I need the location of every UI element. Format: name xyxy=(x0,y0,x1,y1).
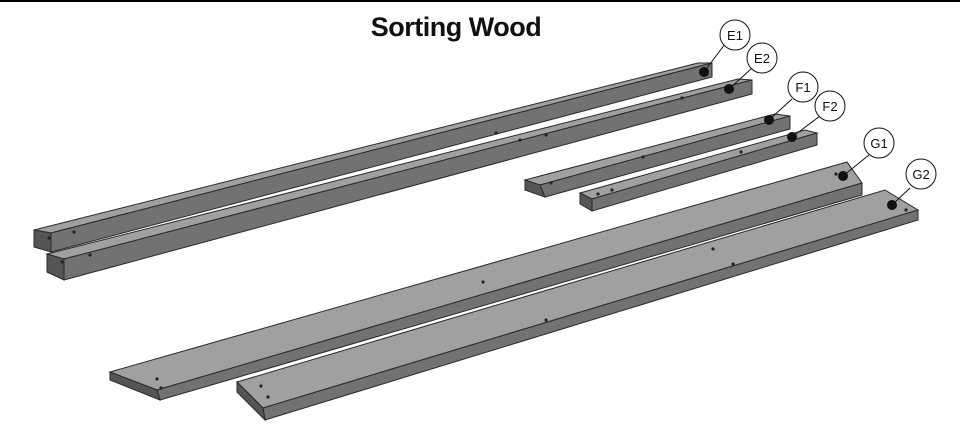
callout-g2: G2 xyxy=(887,158,937,210)
board-f1-end xyxy=(524,179,546,198)
board-g2-end xyxy=(236,380,266,422)
callout-g1-label: G1 xyxy=(870,136,887,151)
board-e1-top xyxy=(33,62,713,234)
board-g2 xyxy=(236,189,920,422)
callout-g2-circle xyxy=(905,158,937,190)
bolt-icon xyxy=(724,84,734,94)
board-e1-end xyxy=(33,229,52,253)
callout-e1-circle xyxy=(719,19,751,51)
callout-g1-circle xyxy=(863,127,895,159)
callout-f2: F2 xyxy=(787,90,846,142)
callout-e2-label: E2 xyxy=(754,51,770,66)
board-e2-end xyxy=(46,253,65,281)
board-e1 xyxy=(33,62,713,253)
bolt-icon xyxy=(838,171,848,181)
board-g1-end xyxy=(109,371,161,401)
board-g2-top xyxy=(236,189,920,409)
callout-e2-circle xyxy=(746,42,778,74)
callout-e1-label: E1 xyxy=(727,28,743,43)
callout-e2: E2 xyxy=(724,42,778,94)
callout-g2-label: G2 xyxy=(912,167,929,182)
board-g1 xyxy=(108,161,863,401)
bolt-icon xyxy=(764,115,774,125)
board-f1 xyxy=(523,113,791,198)
board-e2 xyxy=(45,78,753,281)
bolt-icon xyxy=(787,132,797,142)
callout-f1-circle xyxy=(787,71,819,103)
page-title: Sorting Wood xyxy=(370,12,542,42)
callout-f2-circle xyxy=(814,90,846,122)
callout-e1: E1 xyxy=(699,19,751,77)
callout-f1-label: F1 xyxy=(795,80,810,95)
callout-g1: G1 xyxy=(838,127,895,181)
callout-f1: F1 xyxy=(764,71,819,125)
board-f2 xyxy=(578,129,819,212)
board-f2-end xyxy=(579,192,593,212)
callout-f2-label: F2 xyxy=(822,99,837,114)
bolt-icon xyxy=(887,200,897,210)
bolt-icon xyxy=(699,67,709,77)
